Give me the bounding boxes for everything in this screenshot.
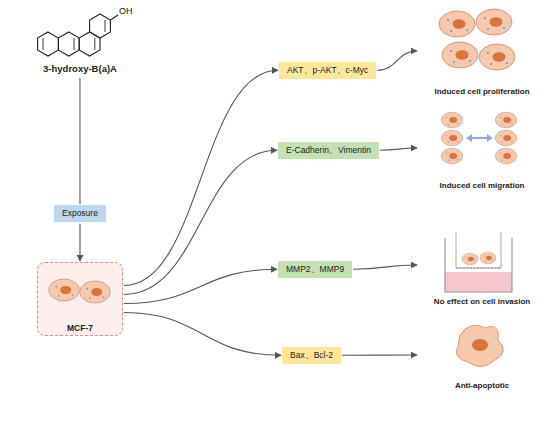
cell-icon [49,279,80,301]
node-text: Exposure [62,208,98,219]
node-text: E-Cadherin、Vimentin [286,145,371,156]
arrow-connector [342,354,417,355]
benzene-ring [90,14,111,38]
arrow-connector [377,51,417,70]
cell-panel-fill [37,262,123,336]
node-text: MMP2、MMP9 [286,264,344,275]
node-text: Induced cell proliferation [434,87,529,96]
node-text: No effect on cell invasion [434,297,530,306]
node-text: Induced cell migration [440,181,525,190]
migration-cells [441,112,517,164]
apoptotic-cell [456,325,503,366]
double-bond [74,38,75,50]
cell-icon [80,281,111,303]
arrow-connector [353,265,417,269]
node-text: AKT、p-AKT、c-Myc [287,65,368,76]
proliferation-cells [439,9,515,70]
process-box: Exposure [54,205,106,222]
node-text: MCF-7 [67,323,93,333]
arrow-connector [124,269,277,303]
benzene-ring [38,32,59,56]
atom-label: OH [119,6,133,16]
node-text: 3-hydroxy-B(a)A [43,63,117,74]
arrow-connector [124,313,281,356]
double-bond [94,38,95,50]
arrow-connector [124,150,277,294]
outcome-node: Induced cell migration [418,104,546,192]
outcome-node: No effect on cell invasion [418,222,546,308]
oh-bond [110,15,118,20]
arrow-connector [79,224,80,261]
double-bond [105,20,106,32]
outcome-node: Anti-apoptotic [418,318,546,392]
outcome-node: Induced cell proliferation [418,4,546,98]
arrow-connector [124,70,278,285]
cell-line-box: MCF-7 [37,262,123,336]
arrow-connector [380,148,417,150]
protein-box: AKT、p-AKT、c-Myc [279,62,376,79]
protein-box: E-Cadherin、Vimentin [278,142,379,159]
node-text: Anti-apoptotic [455,381,509,390]
protein-box: Bax、Bcl-2 [282,347,341,364]
benzene-ring [58,32,79,56]
transwell-chamber [445,232,512,292]
node-text: Bax、Bcl-2 [290,350,333,361]
double-bond [43,38,44,50]
molecule-structure [38,14,118,56]
arrow-connector [79,78,80,204]
protein-box: MMP2、MMP9 [278,261,352,278]
